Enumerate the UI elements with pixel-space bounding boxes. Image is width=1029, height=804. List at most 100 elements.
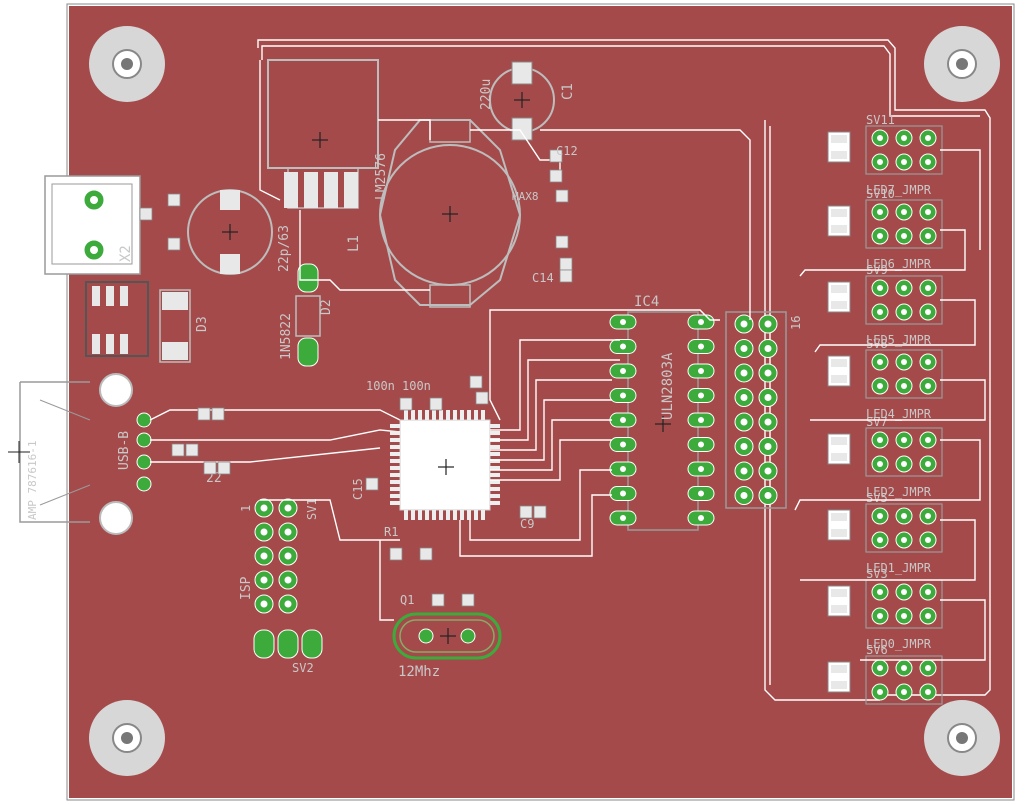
mounting-hole-bottom-right bbox=[924, 700, 1000, 776]
mcu-pin bbox=[490, 480, 500, 484]
jumper-led-label: LED6_JMPR bbox=[866, 257, 932, 271]
d3-label: D3 bbox=[195, 316, 210, 332]
smd-component bbox=[431, 593, 445, 607]
resistor-pad bbox=[831, 513, 847, 521]
uln-drill bbox=[620, 466, 626, 472]
smd-component bbox=[211, 407, 225, 421]
bus-right-7 bbox=[860, 599, 986, 661]
uln-drill bbox=[698, 515, 704, 521]
jumper-drill bbox=[901, 613, 907, 619]
jumper-drill bbox=[877, 233, 883, 239]
jumper-outline bbox=[865, 349, 943, 399]
q1-label: Q1 bbox=[400, 593, 414, 607]
isp-drill bbox=[284, 552, 292, 560]
mcu-pin bbox=[490, 473, 500, 477]
c9-label: C9 bbox=[520, 517, 534, 531]
mcu-pin bbox=[390, 431, 400, 435]
resistor-pad bbox=[831, 225, 847, 233]
output-header-pins bbox=[734, 314, 778, 505]
resistor-pad bbox=[831, 285, 847, 293]
mcu-pin bbox=[446, 410, 450, 420]
isp-header bbox=[253, 498, 323, 659]
mcu-pin bbox=[390, 473, 400, 477]
isp-label: ISP bbox=[239, 576, 254, 600]
smd-component bbox=[203, 461, 217, 475]
usb-part-label: AMP 787616-1 bbox=[26, 441, 39, 520]
l1-label: L1 bbox=[346, 235, 362, 252]
jumper-outline bbox=[865, 503, 943, 553]
header-drill bbox=[740, 467, 748, 475]
jumper-outline bbox=[865, 427, 943, 477]
signal-trace-b bbox=[490, 359, 620, 441]
microcontroller bbox=[399, 419, 491, 511]
mcu-pin bbox=[490, 459, 500, 463]
smd-component bbox=[399, 397, 413, 411]
mcu-pin bbox=[418, 510, 422, 520]
uln-drill bbox=[698, 343, 704, 350]
mounting-hole-top-left bbox=[89, 26, 165, 102]
mcu-pin bbox=[390, 459, 400, 463]
jumper-led-label: LED7_JMPR bbox=[866, 183, 932, 197]
regulator-small bbox=[85, 281, 149, 357]
mcu-pin bbox=[490, 494, 500, 498]
resistor-pad bbox=[831, 529, 847, 537]
mcu-pin bbox=[390, 452, 400, 456]
mcu-pin bbox=[390, 480, 400, 484]
diode-d3 bbox=[159, 289, 191, 363]
resistor-pad bbox=[831, 209, 847, 217]
resistor-pad bbox=[831, 665, 847, 673]
isp-drill bbox=[260, 600, 268, 608]
mcu-pin bbox=[418, 410, 422, 420]
signal-trace-a bbox=[490, 339, 620, 431]
usb-trace-1 bbox=[149, 409, 401, 421]
uln-drill bbox=[620, 490, 626, 497]
jumper-drill bbox=[925, 513, 931, 519]
signal-trace-l bbox=[259, 60, 281, 201]
header-drill bbox=[740, 443, 748, 450]
jumper-drill bbox=[925, 689, 931, 695]
jumper-drill bbox=[877, 513, 883, 519]
jumper-drill bbox=[901, 135, 907, 141]
crystal-label: 12Mhz bbox=[398, 664, 440, 680]
sv2-pad bbox=[253, 629, 275, 659]
jumper-drill bbox=[925, 309, 931, 315]
mcu-pin bbox=[411, 410, 415, 420]
bus-right-6 bbox=[800, 519, 976, 581]
mcu-pin bbox=[490, 466, 500, 470]
header-drill bbox=[764, 394, 772, 401]
c15-label: C15 bbox=[351, 478, 365, 500]
jumper-led-label: LED5_JMPR bbox=[866, 333, 932, 347]
mcu-pin bbox=[490, 424, 500, 428]
isp-drill bbox=[260, 576, 268, 584]
resistor-pad bbox=[831, 359, 847, 367]
isp-drill bbox=[284, 600, 292, 608]
jumper-drill bbox=[901, 285, 907, 291]
isp-drill bbox=[260, 504, 268, 512]
crystal-12mhz bbox=[392, 612, 502, 660]
jumper-led-label: LED2_JMPR bbox=[866, 485, 932, 499]
ic4-part-label: ULN2803A bbox=[660, 352, 676, 420]
smd-component bbox=[185, 443, 199, 457]
isp-drill bbox=[284, 576, 292, 584]
header-drill bbox=[764, 443, 772, 450]
resistor-pad bbox=[831, 375, 847, 383]
jumper-drill bbox=[877, 437, 883, 443]
signal-trace-m bbox=[299, 210, 430, 291]
jumper-drill bbox=[877, 537, 883, 543]
x2-label: X2 bbox=[118, 245, 134, 262]
power-trace-top bbox=[257, 39, 991, 696]
isp-drill bbox=[284, 528, 292, 536]
mcu-pin bbox=[490, 501, 500, 505]
c14-label: C14 bbox=[532, 271, 554, 285]
jumper-drill bbox=[901, 359, 907, 365]
jumper-drill bbox=[901, 513, 907, 519]
signal-trace-d bbox=[490, 399, 612, 461]
usb-b-connector bbox=[8, 373, 152, 535]
isp-drill bbox=[284, 504, 292, 512]
header-drill bbox=[740, 369, 748, 377]
capacitor-c22p bbox=[187, 189, 273, 275]
jumper-drill bbox=[877, 461, 883, 467]
mcu-pin bbox=[425, 410, 429, 420]
pin16-label: 16 bbox=[789, 316, 803, 330]
resistor-pad bbox=[831, 453, 847, 461]
